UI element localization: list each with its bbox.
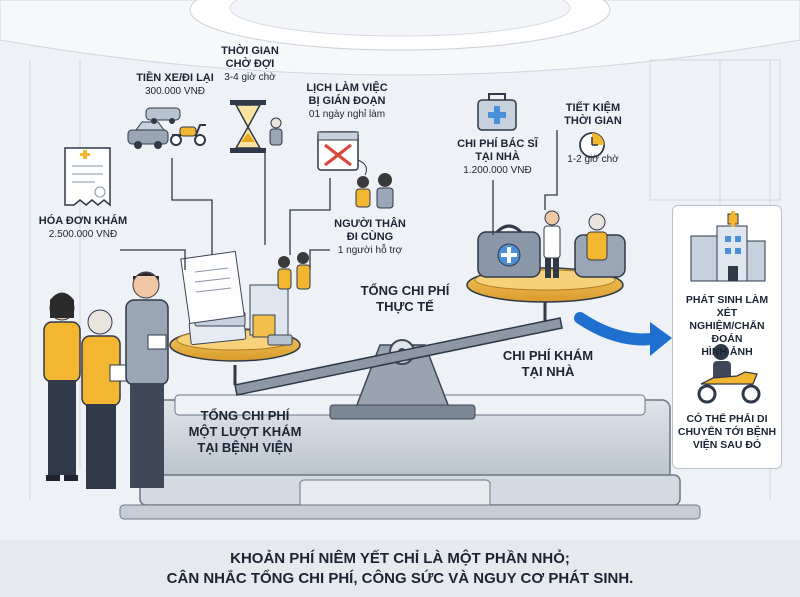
- hospital-building-icon: [690, 211, 766, 282]
- label-doctor-fee: CHI PHÍ BÁC SĨ TẠI NHÀ 1.200.000 VNĐ: [450, 138, 545, 177]
- label-relative-title-2: ĐI CÙNG: [346, 231, 394, 243]
- label-schedule: LỊCH LÀM VIỆC BỊ GIÁN ĐOẠN 01 ngày nghỉ …: [292, 82, 402, 121]
- receipt-icon: [64, 147, 111, 207]
- footer-line-1: KHOẢN PHÍ NIÊM YẾT CHỈ LÀ MỘT PHẦN NHỎ;: [230, 550, 570, 567]
- label-time-saving: TIẾT KIỆM THỜI GIAN 1-2 giờ chờ: [548, 102, 638, 166]
- label-invoice-title: HÓA ĐƠN KHÁM: [38, 215, 128, 227]
- scale-beam: [234, 317, 563, 396]
- label-schedule-value: 01 ngày nghỉ làm: [308, 109, 386, 120]
- hourglass-icon: [230, 100, 266, 153]
- side-item-transfer-line1: CÓ THỂ PHẢI DI: [686, 413, 768, 425]
- clock-icon: [579, 132, 605, 158]
- label-hospital-total-3: TẠI BỆNH VIỆN: [197, 440, 293, 455]
- family-group-icon: [355, 173, 394, 209]
- side-item-tests-line2: NGHIỆM/CHẨN ĐOÁN: [689, 320, 765, 345]
- side-item-tests-line3: HÌNH ẢNH: [701, 346, 753, 358]
- hospital-pan: [169, 250, 301, 385]
- label-relative-title-1: NGƯỜI THÂN: [334, 218, 406, 230]
- calendar-icon: [317, 131, 367, 176]
- motorbike-rider-icon: [697, 344, 761, 404]
- label-fare-title: TIỀN XE/ĐI LẠI: [136, 72, 214, 84]
- side-item-transfer-line3: VIỆN SAU ĐÓ: [692, 439, 762, 451]
- label-time-saving-value: 1-2 giờ chờ: [567, 154, 619, 165]
- side-item-tests-line1: PHÁT SINH LÀM XÉT: [685, 294, 769, 319]
- label-relative-value: 1 người hỗ trợ: [337, 245, 403, 256]
- elderly-man-icon: [269, 117, 283, 146]
- label-time-saving-title-1: TIẾT KIỆM: [565, 102, 621, 114]
- label-home-cost-1: CHI PHÍ KHÁM: [502, 348, 594, 363]
- side-risk-panel: PHÁT SINH LÀM XÉT NGHIỆM/CHẨN ĐOÁN HÌNH …: [672, 205, 782, 469]
- side-item-transfer: CÓ THỂ PHẢI DI CHUYỂN TỚI BỆNH VIỆN SAU …: [675, 413, 779, 452]
- footer-message: KHOẢN PHÍ NIÊM YẾT CHỈ LÀ MỘT PHẦN NHỎ; …: [100, 549, 700, 589]
- home-visit-pan: [466, 210, 626, 322]
- label-schedule-title-2: BỊ GIÁN ĐOẠN: [308, 95, 386, 107]
- label-hospital-total-2: MỘT LƯỢT KHÁM: [188, 424, 302, 439]
- label-wait-title-2: CHỜ ĐỢI: [225, 58, 275, 70]
- label-invoice: HÓA ĐƠN KHÁM 2.500.000 VNĐ: [28, 215, 138, 241]
- car-icon: [127, 107, 181, 149]
- side-item-tests: PHÁT SINH LÀM XÉT NGHIỆM/CHẨN ĐOÁN HÌNH …: [675, 294, 779, 359]
- scooter-icon: [170, 124, 206, 146]
- label-schedule-title-1: LỊCH LÀM VIỆC: [306, 82, 388, 94]
- label-hospital-total: TỔNG CHI PHÍ MỘT LƯỢT KHÁM TẠI BỆNH VIỆN: [180, 408, 310, 456]
- side-panel-icons: [690, 211, 766, 404]
- label-wait-value: 3-4 giờ chờ: [224, 72, 276, 83]
- label-total-actual: TỔNG CHI PHÍ THỰC TẾ: [350, 283, 460, 315]
- label-wait: THỜI GIAN CHỜ ĐỢI 3-4 giờ chờ: [210, 45, 290, 84]
- label-fare-value: 300.000 VNĐ: [144, 86, 206, 97]
- family-people-icon: [43, 271, 169, 489]
- label-hospital-total-1: TỔNG CHI PHÍ: [200, 408, 290, 423]
- label-invoice-value: 2.500.000 VNĐ: [48, 229, 118, 240]
- scale-base: [119, 394, 701, 520]
- label-doctor-fee-title-1: CHI PHÍ BÁC SĨ: [457, 138, 538, 150]
- arrow-right-icon: [574, 312, 672, 356]
- label-total-actual-1: TỔNG CHI PHÍ: [360, 283, 450, 298]
- label-doctor-fee-value: 1.200.000 VNĐ: [463, 165, 532, 176]
- label-doctor-fee-title-2: TẠI NHÀ: [475, 151, 520, 163]
- footer-line-2: CÂN NHẮC TỔNG CHI PHÍ, CÔNG SỨC VÀ NGUY …: [166, 570, 634, 587]
- label-time-saving-title-2: THỜI GIAN: [564, 115, 622, 127]
- label-home-cost-2: TẠI NHÀ: [521, 364, 575, 379]
- label-home-cost: CHI PHÍ KHÁM TẠI NHÀ: [488, 348, 608, 380]
- medical-kit-icon: [477, 93, 517, 131]
- label-relative: NGƯỜI THÂN ĐI CÙNG 1 người hỗ trợ: [325, 218, 415, 257]
- label-connectors: [120, 130, 558, 270]
- side-item-transfer-line2: CHUYỂN TỚI BỆNH: [677, 426, 777, 438]
- relatives-on-pan-icon: [277, 252, 311, 290]
- label-wait-title-1: THỜI GIAN: [221, 45, 279, 57]
- label-fare: TIỀN XE/ĐI LẠI 300.000 VNĐ: [120, 72, 230, 98]
- label-total-actual-2: THỰC TẾ: [376, 299, 434, 314]
